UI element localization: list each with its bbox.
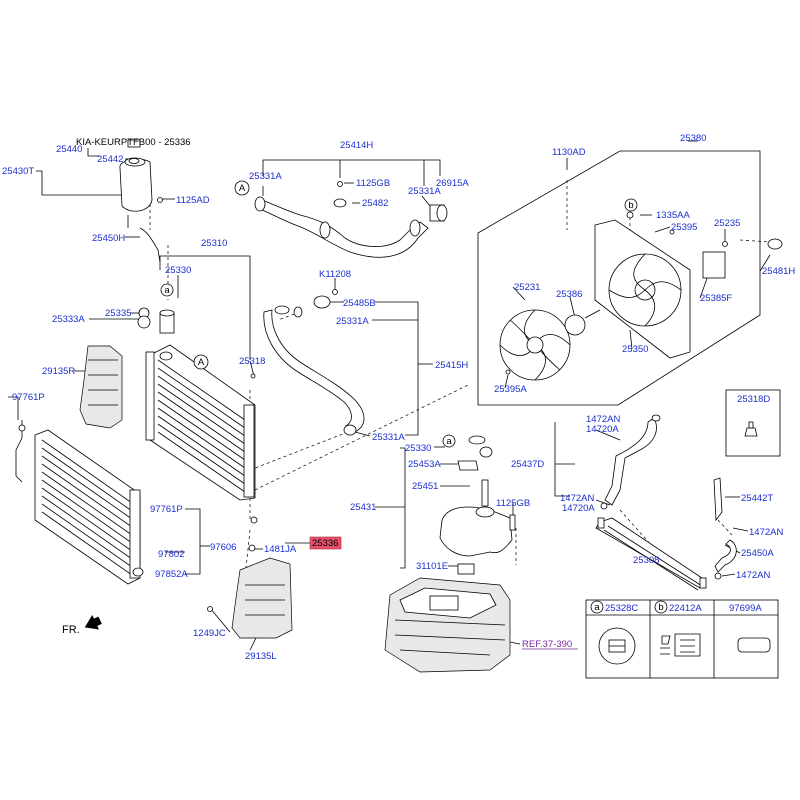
part-label: 1125GB bbox=[356, 178, 390, 189]
part-label: 97761P bbox=[150, 504, 183, 515]
legend-code: 22412A bbox=[669, 603, 702, 614]
cooling-fan bbox=[499, 309, 601, 381]
condenser-fins bbox=[41, 439, 133, 576]
part-labels: 25440 KIA-KEURPTFB00 - 25336 25430T 2544… bbox=[2, 133, 795, 662]
part-label: 97852A bbox=[155, 569, 188, 580]
hvac-hoses-right bbox=[600, 414, 737, 580]
legend-code: 97699A bbox=[729, 603, 762, 614]
highlight-25336 bbox=[309, 536, 342, 550]
part-label: 1472AN bbox=[736, 570, 770, 581]
part-label: 25308 bbox=[633, 555, 659, 566]
lower-radiator-hose bbox=[263, 289, 365, 436]
part-label: 97606 bbox=[210, 542, 236, 553]
part-label: 1249JC bbox=[193, 628, 226, 639]
part-label: 25333A bbox=[52, 314, 85, 325]
part-label: 25318 bbox=[239, 356, 265, 367]
part-label: 25414H bbox=[340, 140, 373, 151]
legend-icons bbox=[598, 627, 771, 665]
part-label: 25385F bbox=[700, 293, 732, 304]
part-label: 97761P bbox=[12, 392, 45, 403]
part-label: 25330 bbox=[405, 443, 431, 454]
part-label: 25335 bbox=[105, 308, 131, 319]
part-label: 29135R bbox=[42, 366, 75, 377]
group-frames bbox=[477, 150, 781, 679]
part-label: 25440 bbox=[56, 144, 82, 155]
part-label: 25331A bbox=[336, 316, 369, 327]
reference-link[interactable]: REF.37-390 bbox=[522, 639, 572, 650]
marker-b: b bbox=[628, 200, 633, 211]
part-label: 1130AD bbox=[552, 147, 586, 158]
part-label: 29135L bbox=[245, 651, 277, 662]
air-guard-right bbox=[79, 345, 123, 429]
part-label: 25453A bbox=[408, 459, 441, 470]
part-label: 97802 bbox=[158, 549, 184, 560]
marker-a: a bbox=[164, 285, 170, 296]
part-label: 25310 bbox=[201, 238, 227, 249]
part-label-highlighted: 25336 bbox=[312, 538, 338, 549]
part-label: 25450H bbox=[92, 233, 125, 244]
part-label: 25431 bbox=[350, 502, 376, 513]
part-label: 25485B bbox=[343, 298, 376, 309]
part-label: 25450A bbox=[741, 548, 774, 559]
part-label: 25442T bbox=[741, 493, 773, 504]
part-label: 31101E bbox=[416, 561, 448, 572]
inverter-unit bbox=[384, 577, 511, 673]
expansion-tank bbox=[439, 435, 516, 575]
part-label: 25318D bbox=[737, 394, 770, 405]
part-label: 25437D bbox=[511, 459, 544, 470]
part-label: 1481JA bbox=[264, 544, 297, 555]
upper-radiator-hose bbox=[254, 181, 448, 258]
marker-A: A bbox=[198, 357, 205, 368]
part-label: 1472AN bbox=[749, 527, 783, 538]
part-label: 25395A bbox=[494, 384, 527, 395]
part-label: 1472AN bbox=[586, 414, 620, 425]
part-label: 25380 bbox=[680, 133, 706, 144]
part-label: 1125GB bbox=[496, 498, 530, 509]
callout-markers: a A A a b a b bbox=[160, 180, 668, 614]
condenser bbox=[15, 420, 144, 585]
legend-marker-a: a bbox=[594, 602, 600, 613]
part-label: 25330 bbox=[165, 265, 191, 276]
part-label: 25481H bbox=[762, 266, 795, 277]
part-label: 14720A bbox=[586, 424, 619, 435]
part-label: 25331A bbox=[372, 432, 405, 443]
part-label: K11208 bbox=[319, 269, 351, 280]
front-label: FR. bbox=[62, 624, 80, 636]
part-label: 1335AA bbox=[656, 210, 690, 221]
part-label: 25386 bbox=[556, 289, 582, 300]
marker-a: a bbox=[446, 436, 452, 447]
clip-25318D bbox=[744, 421, 758, 437]
part-label: 26915A bbox=[436, 178, 469, 189]
part-label: 25430T bbox=[2, 166, 34, 177]
part-label: 1125AD bbox=[176, 195, 210, 206]
part-label: 1472AN bbox=[560, 493, 594, 504]
fan-shroud-assembly bbox=[594, 211, 783, 359]
part-label: 25395 bbox=[671, 222, 697, 233]
radiator bbox=[145, 344, 258, 552]
legend-marker-b: b bbox=[658, 602, 663, 613]
part-label: 14720A bbox=[562, 503, 595, 514]
coolant-reservoir-top bbox=[119, 139, 163, 263]
radiator-cap-assembly bbox=[137, 307, 175, 334]
part-label: 25235 bbox=[714, 218, 740, 229]
part-label: 25331A bbox=[408, 186, 441, 197]
heat-exchanger-25308 bbox=[595, 517, 707, 591]
part-label: 25415H bbox=[435, 360, 468, 371]
part-label: 25350 bbox=[622, 344, 648, 355]
part-label: 25442 bbox=[97, 154, 123, 165]
air-guard-left bbox=[207, 557, 293, 639]
radiator-fins bbox=[157, 359, 246, 493]
part-label: 25451 bbox=[412, 481, 438, 492]
legend-code: 25328C bbox=[605, 603, 638, 614]
marker-A: A bbox=[239, 183, 246, 194]
part-label: 25331A bbox=[249, 171, 282, 182]
front-direction-arrow bbox=[84, 615, 102, 630]
part-label: 25231 bbox=[514, 282, 540, 293]
part-label-kia: KIA-KEURPTFB00 - 25336 bbox=[76, 137, 191, 148]
part-label: 25482 bbox=[362, 198, 388, 209]
